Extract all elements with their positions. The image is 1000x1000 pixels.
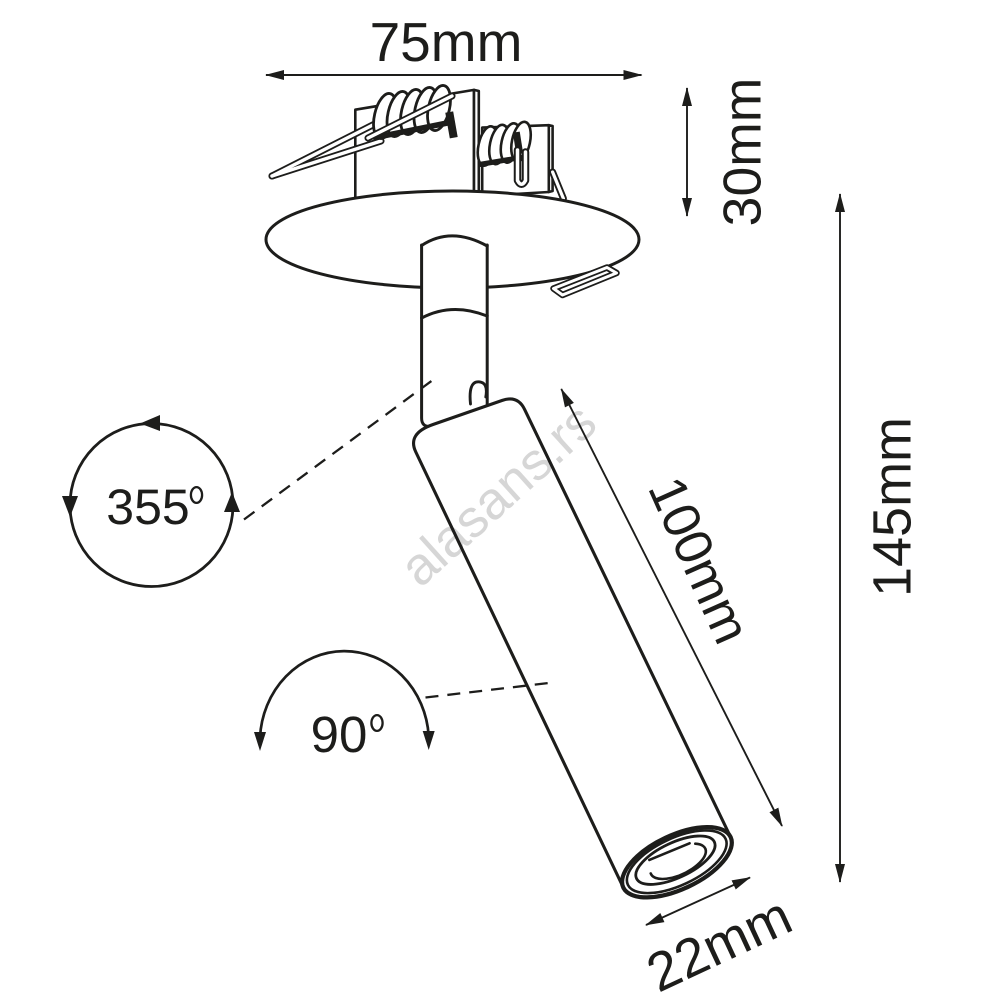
svg-text:22mm: 22mm [638,885,801,1000]
svg-text:75mm: 75mm [370,11,523,73]
svg-text:30mm: 30mm [714,78,773,227]
svg-text:100mm: 100mm [636,468,761,652]
svg-text:355: 355 [106,479,189,535]
svg-text:145mm: 145mm [863,417,923,597]
svg-text:90: 90 [311,706,368,763]
